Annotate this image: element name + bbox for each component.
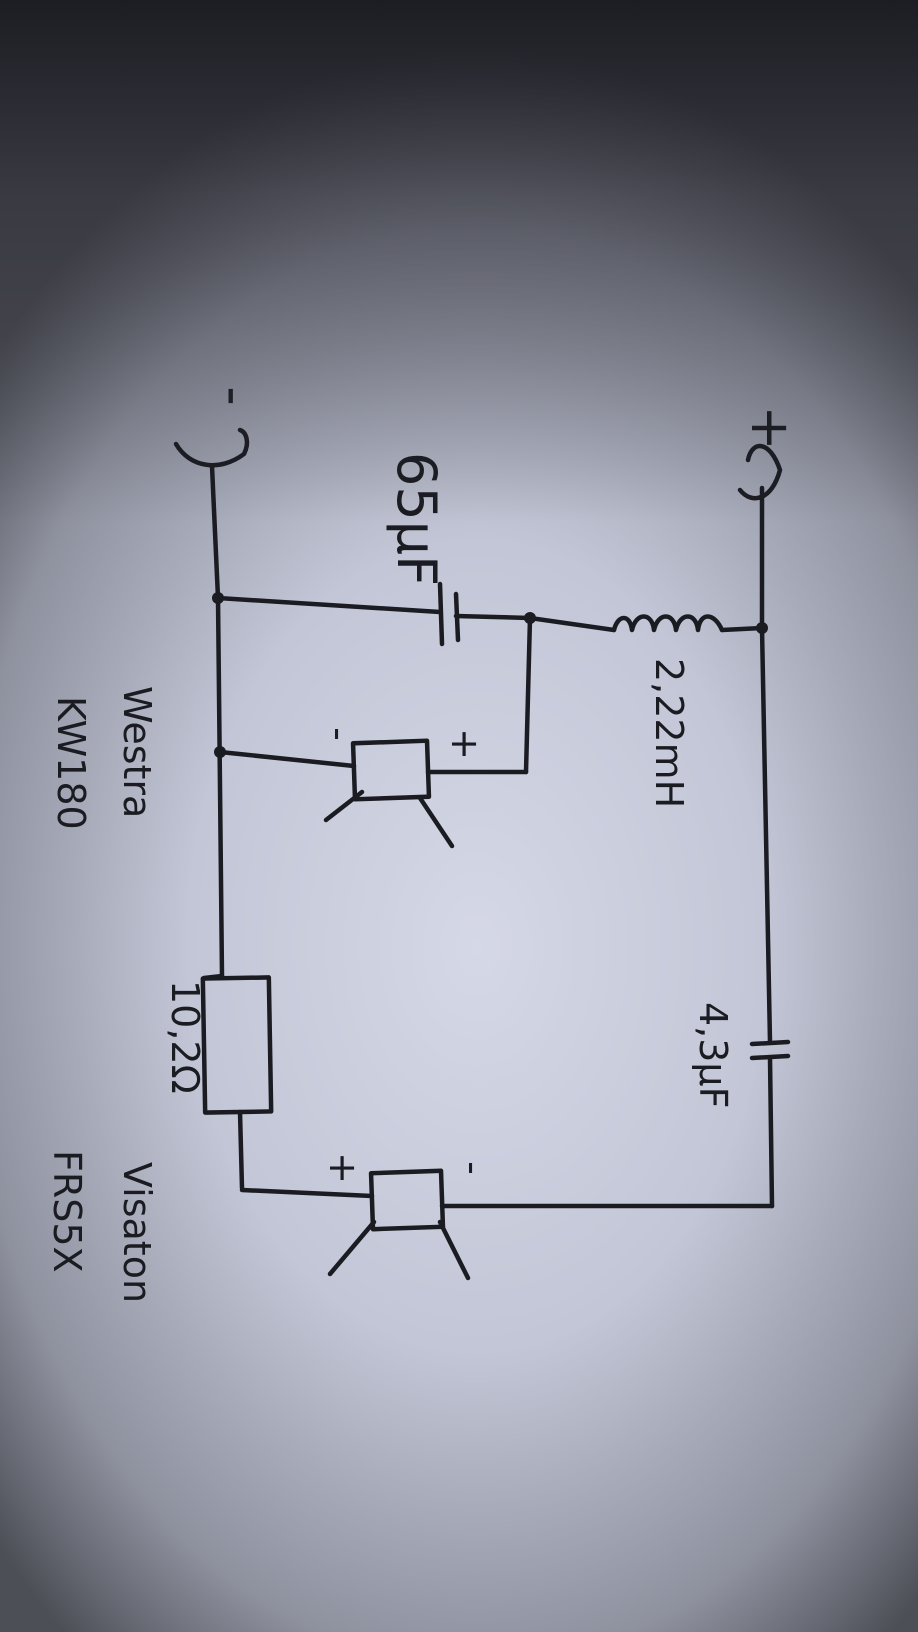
svg-text:-: - [451, 1161, 495, 1175]
svg-text:-: - [203, 386, 266, 406]
svg-text:+: + [321, 1152, 365, 1184]
svg-text:4,3μF: 4,3μF [691, 1002, 735, 1108]
svg-text:2,22mH: 2,22mH [647, 658, 691, 808]
inductor-symbol [527, 614, 765, 633]
fullrange-brand-label: Visaton [115, 1162, 159, 1303]
negative-rail [173, 427, 250, 979]
svg-text:+: + [739, 405, 802, 450]
fullrange-neg-label: - [451, 1161, 495, 1175]
svg-text:10,2Ω: 10,2Ω [163, 980, 207, 1094]
woofer-pos-label: + [443, 728, 487, 760]
fullrange-pos-label: + [321, 1152, 365, 1184]
series-capacitor-value: 4,3μF [691, 1002, 735, 1108]
woofer-model-label: KW180 [49, 696, 93, 830]
svg-text:Visaton: Visaton [115, 1162, 159, 1303]
svg-text:+: + [443, 728, 487, 760]
positive-terminal-label: + [739, 405, 802, 450]
resistor-value: 10,2Ω [163, 980, 207, 1094]
svg-text:Westra: Westra [115, 686, 159, 818]
negative-terminal-label: - [203, 386, 266, 406]
svg-text:KW180: KW180 [49, 696, 93, 830]
woofer-neg-label: - [317, 727, 361, 741]
resistor-branch [200, 973, 471, 1281]
shunt-capacitor [215, 581, 533, 647]
svg-text:FRS5X: FRS5X [45, 1150, 89, 1273]
svg-text:-: - [317, 727, 361, 741]
woofer-brand-label: Westra [115, 686, 159, 818]
inductor-value: 2,22mH [647, 658, 691, 808]
positive-rail [439, 443, 791, 1209]
fullrange-model-label: FRS5X [45, 1150, 89, 1273]
shunt-capacitor-value: 65μF [385, 452, 448, 586]
svg-text:65μF: 65μF [385, 452, 448, 586]
